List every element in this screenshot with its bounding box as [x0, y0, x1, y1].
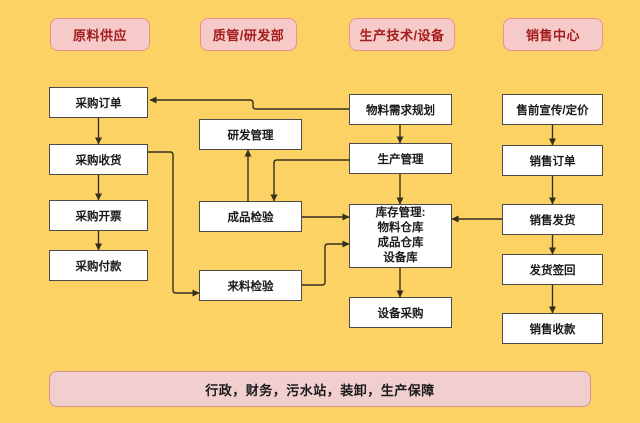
node-rd-management: 研发管理	[199, 119, 302, 150]
node-purchase-order: 采购订单	[49, 87, 148, 118]
node-incoming-inspection: 来料检验	[199, 270, 302, 301]
node-presales-promotion-pricing: 售前宣传/定价	[502, 94, 603, 125]
node-purchase-invoicing: 采购开票	[49, 200, 148, 231]
header-production-equipment: 生产技术/设备	[349, 18, 455, 51]
inventory-finished-warehouse: 成品仓库	[377, 237, 424, 249]
connector-mrp-to-purchase-order	[149, 96, 349, 110]
inventory-equipment-warehouse: 设备库	[383, 252, 418, 264]
node-sales-order: 销售订单	[502, 145, 603, 176]
node-purchase-receipt: 采购收货	[49, 144, 148, 175]
inventory-material-warehouse: 物料仓库	[377, 222, 424, 234]
node-sales-shipping: 销售发货	[502, 204, 603, 235]
header-raw-material-supply: 原料供应	[50, 18, 150, 51]
connector-receipt-to-incoming-inspection	[148, 151, 200, 297]
node-equipment-procurement: 设备采购	[349, 297, 452, 328]
support-departments-bar: 行政，财务，污水站，装卸，生产保障	[49, 371, 591, 407]
node-finished-goods-inspection: 成品检验	[199, 201, 302, 232]
header-quality-rd: 质管/研发部	[200, 18, 297, 51]
header-sales-center: 销售中心	[503, 18, 603, 51]
inventory-management-title: 库存管理:	[375, 207, 426, 219]
node-sales-collection: 销售收款	[502, 313, 603, 344]
node-shipment-signback: 发货签回	[502, 254, 603, 285]
node-material-requirements-planning: 物料需求规划	[349, 94, 452, 125]
connector-production-to-finished-inspection	[270, 159, 349, 202]
connector-incoming-inspection-to-inventory	[302, 240, 350, 286]
node-purchase-payment: 采购付款	[49, 250, 148, 281]
node-production-management: 生产管理	[349, 143, 452, 174]
node-inventory-management: 库存管理: 物料仓库 成品仓库 设备库	[349, 204, 452, 268]
